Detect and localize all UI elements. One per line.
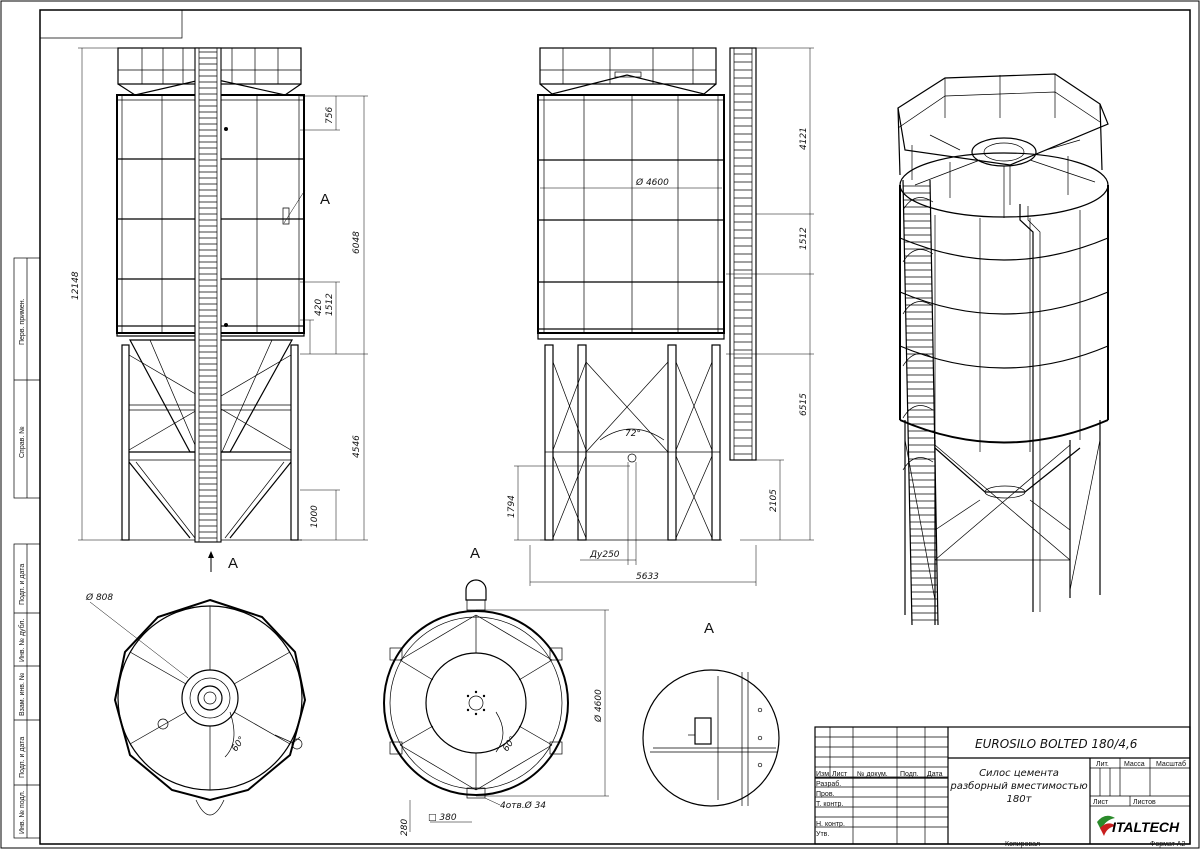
- front-dimensions: 12148 756 6048 1512 420 4546 1000 A A: [71, 47, 368, 572]
- role-prov: Пров.: [816, 791, 835, 798]
- dim-side-diameter: Ø 4600: [635, 177, 669, 188]
- front-view: [116, 47, 306, 543]
- dim-bottom-holes: 4отв.Ø 34: [500, 800, 546, 811]
- dim-bottom-angle: 60°: [501, 735, 518, 754]
- dim-total-height: 12148: [71, 271, 81, 300]
- side-stamp: Перв. примен. Справ. № Подп. и дата Инв.…: [13, 257, 41, 839]
- italtech-logo: ITALTECH: [1097, 815, 1180, 836]
- top-stamp-box: [40, 10, 183, 39]
- col-list: Лист: [832, 771, 848, 778]
- isometric-view: [897, 73, 1109, 626]
- dim-side-outlet-h: 2105: [769, 489, 779, 512]
- role-nkontr: Н. контр.: [816, 821, 845, 828]
- header-lit: Лит.: [1096, 761, 1109, 768]
- product-code: EUROSILO BOLTED 180/4,6: [975, 737, 1138, 751]
- header-mass: Масса: [1124, 761, 1145, 768]
- role-utv: Утв.: [816, 831, 829, 838]
- logo-text: ITALTECH: [1112, 819, 1180, 835]
- dim-top-manhole: Ø 808: [85, 592, 113, 603]
- dim-front-mid: 6048: [352, 231, 362, 254]
- dim-front-top: 756: [325, 107, 335, 124]
- dim-side-width: 5633: [636, 572, 659, 582]
- dim-front-ring: 1512: [325, 293, 335, 316]
- side-view: [537, 47, 757, 541]
- col-doc: № докум.: [857, 771, 888, 778]
- product-name-2: разборный вместимостью: [949, 780, 1087, 792]
- detail-a-title: A: [704, 620, 714, 637]
- bottom-plan-view: A 60° Ø 4600 4отв.Ø 34: [383, 545, 609, 836]
- arrow-label-a: A: [228, 555, 238, 572]
- dim-side-outlet: Ду250: [589, 550, 620, 560]
- dim-bottom-plate-h: 280: [400, 819, 410, 836]
- dim-side-top: 4121: [799, 127, 809, 150]
- dim-side-ring: 1512: [799, 227, 809, 250]
- top-plan-view: Ø 808 60°: [85, 592, 307, 816]
- format-label: Формат А2: [1150, 841, 1185, 848]
- product-name-3: 180т: [1007, 794, 1033, 805]
- stamp-field-7: Инв. № подл.: [19, 790, 26, 834]
- callout-a: A: [320, 191, 330, 208]
- copied-label: Копировал: [1005, 841, 1040, 848]
- dim-front-small: 420: [314, 299, 324, 316]
- col-izm: Изм.: [816, 771, 831, 778]
- dim-bottom-diameter: Ø 4600: [593, 689, 604, 723]
- role-razrab: Разраб.: [816, 780, 841, 788]
- col-sign: Подп.: [900, 771, 919, 778]
- stamp-field-5: Взам. инв. №: [19, 673, 26, 716]
- role-tkontr: Т. контр.: [816, 801, 843, 808]
- dim-front-base: 1000: [310, 505, 320, 528]
- side-dimensions: Ø 4600 4121 1512 6515 2105 1794 Ду250 56…: [507, 47, 814, 586]
- dim-side-legs: 6515: [799, 393, 809, 416]
- dim-front-legs: 4546: [352, 435, 362, 458]
- stamp-field-1: Перв. примен.: [19, 298, 26, 345]
- stamp-field-6: Подп. и дата: [19, 737, 26, 778]
- header-sheet: Лист: [1093, 799, 1109, 806]
- dim-top-angle: 60°: [230, 735, 247, 754]
- bottom-plan-title: A: [470, 545, 480, 562]
- dim-bottom-plate: □ 380: [428, 813, 457, 823]
- stamp-field-4: Инв. № дубл.: [18, 619, 26, 662]
- stamp-field-3: Подп. и дата: [19, 564, 26, 605]
- dim-side-low: 1794: [507, 495, 517, 518]
- col-date: Дата: [927, 771, 943, 778]
- header-scale: Масштаб: [1156, 760, 1186, 768]
- stamp-field-2: Справ. №: [19, 426, 26, 458]
- detail-a-view: A: [642, 620, 780, 807]
- product-name-1: Силос цемента: [979, 768, 1059, 779]
- header-sheets: Листов: [1133, 799, 1156, 806]
- title-block: Изм. Лист № докум. Подп. Дата Разраб. Пр…: [814, 726, 1191, 845]
- dim-side-angle: 72°: [625, 429, 641, 439]
